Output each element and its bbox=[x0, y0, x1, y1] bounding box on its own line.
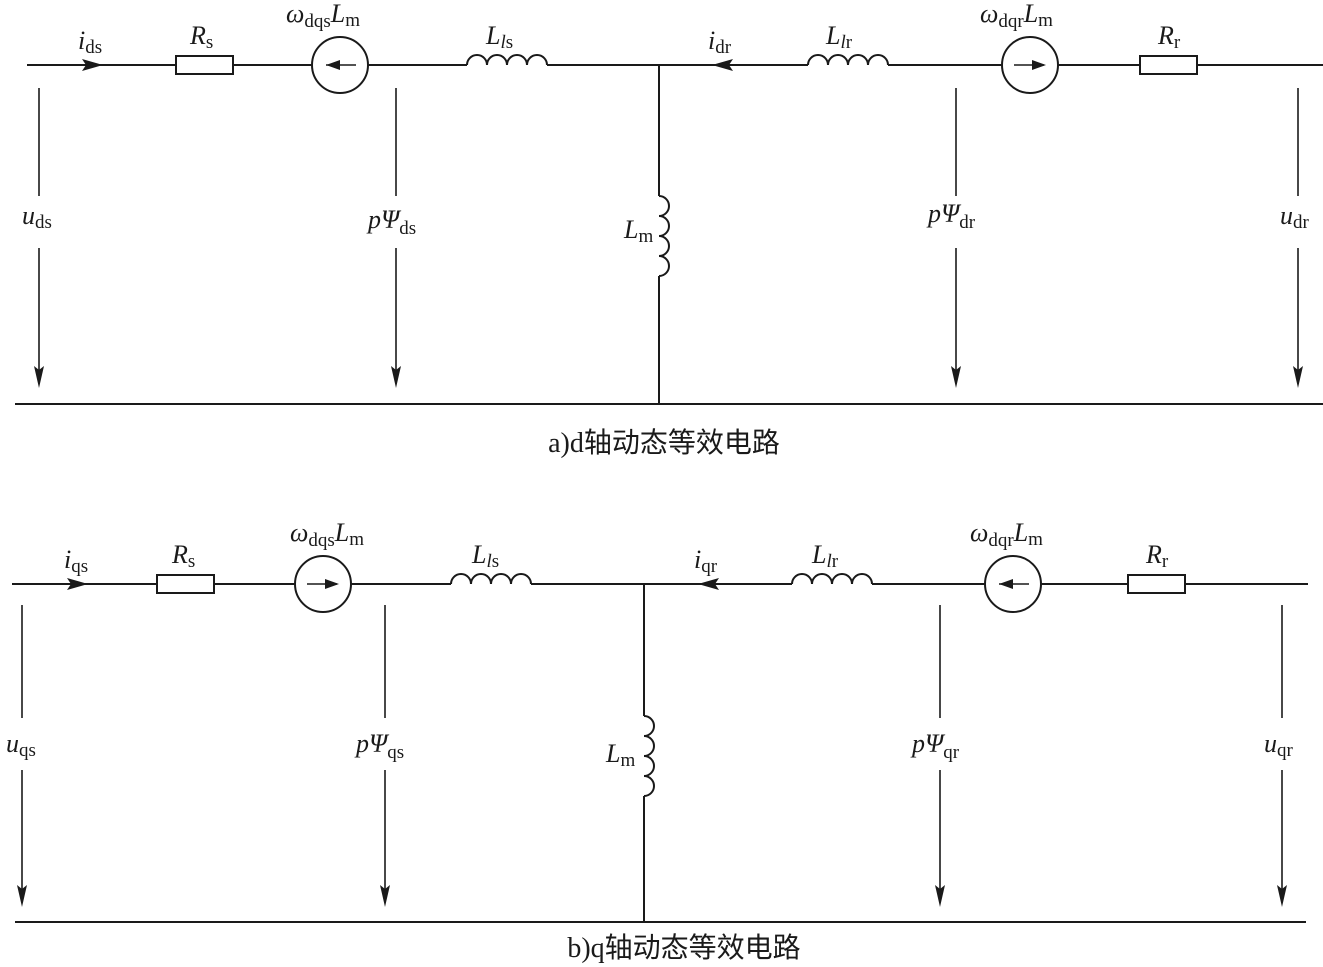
q-us-arrow bbox=[17, 605, 27, 907]
d-idr-label: idr bbox=[708, 26, 732, 58]
d-stator-resistor bbox=[175, 55, 234, 75]
d-psis-label: pΨds bbox=[366, 205, 416, 239]
d-rotor-resistor bbox=[1139, 55, 1198, 75]
d-psis-arrow bbox=[391, 88, 401, 388]
q-stator-resistor bbox=[156, 574, 215, 594]
q-src-r-label: ωdqrLm bbox=[970, 518, 1043, 551]
q-stator-leakage-inductor bbox=[450, 573, 532, 585]
q-iqs-label: iqs bbox=[64, 545, 88, 577]
q-iqs-arrow bbox=[67, 578, 88, 590]
q-us-label: uqs bbox=[6, 729, 36, 761]
q-psir-label: pΨqr bbox=[910, 729, 960, 763]
q-src-s-arrow-right bbox=[325, 579, 339, 589]
q-caption: b)q轴动态等效电路 bbox=[567, 932, 800, 964]
q-src-s-label: ωdqsLm bbox=[290, 518, 364, 551]
d-src-s-arrow-left bbox=[326, 60, 340, 70]
q-magnetizing-inductor bbox=[643, 715, 655, 797]
q-src-r-arrow-left bbox=[999, 579, 1013, 589]
d-src-r-arrow-right bbox=[1032, 60, 1046, 70]
d-caption: a)d轴动态等效电路 bbox=[548, 427, 780, 459]
d-idr-arrow bbox=[712, 59, 733, 71]
d-stator-leakage-inductor bbox=[466, 54, 548, 66]
q-rotor-resistor bbox=[1127, 574, 1186, 594]
q-iqr-label: iqr bbox=[694, 545, 718, 577]
q-llr-label: Llr bbox=[811, 540, 839, 572]
d-rs-label: Rs bbox=[189, 21, 213, 53]
q-psir-arrow bbox=[935, 605, 945, 907]
d-psir-label: pΨdr bbox=[926, 199, 976, 233]
d-src-s-label: ωdqsLm bbox=[286, 0, 360, 32]
q-psis-label: pΨqs bbox=[354, 729, 404, 763]
q-psis-arrow bbox=[380, 605, 390, 907]
d-ids-label: ids bbox=[78, 26, 102, 58]
q-axis-circuit: iqs Rs ωdqsLm Lls iqr Llr ωdqrLm Rr uqs … bbox=[6, 518, 1308, 964]
q-ur-arrow bbox=[1277, 605, 1287, 907]
q-rr-label: Rr bbox=[1145, 540, 1169, 572]
q-rs-label: Rs bbox=[171, 540, 195, 572]
d-ids-arrow bbox=[82, 59, 103, 71]
d-llr-label: Llr bbox=[825, 21, 853, 53]
q-ur-label: uqr bbox=[1264, 729, 1294, 761]
d-ur-label: udr bbox=[1280, 201, 1310, 233]
d-us-arrow bbox=[34, 88, 44, 388]
d-rr-label: Rr bbox=[1157, 21, 1181, 53]
d-lm-label: Lm bbox=[623, 215, 653, 247]
d-ur-arrow bbox=[1293, 88, 1303, 388]
d-rotor-leakage-inductor bbox=[807, 54, 889, 66]
q-rotor-leakage-inductor bbox=[791, 573, 873, 585]
d-src-r-label: ωdqrLm bbox=[980, 0, 1053, 32]
q-lm-label: Lm bbox=[605, 739, 635, 771]
d-magnetizing-inductor bbox=[658, 195, 670, 277]
d-psir-arrow bbox=[951, 88, 961, 388]
q-lls-label: Lls bbox=[471, 540, 499, 572]
d-axis-circuit: ids Rs ωdqsLm Lls idr Llr ωdqrLm Rr uds … bbox=[15, 0, 1323, 459]
d-us-label: uds bbox=[22, 201, 52, 233]
q-iqr-arrow bbox=[698, 578, 719, 590]
d-lls-label: Lls bbox=[485, 21, 513, 53]
